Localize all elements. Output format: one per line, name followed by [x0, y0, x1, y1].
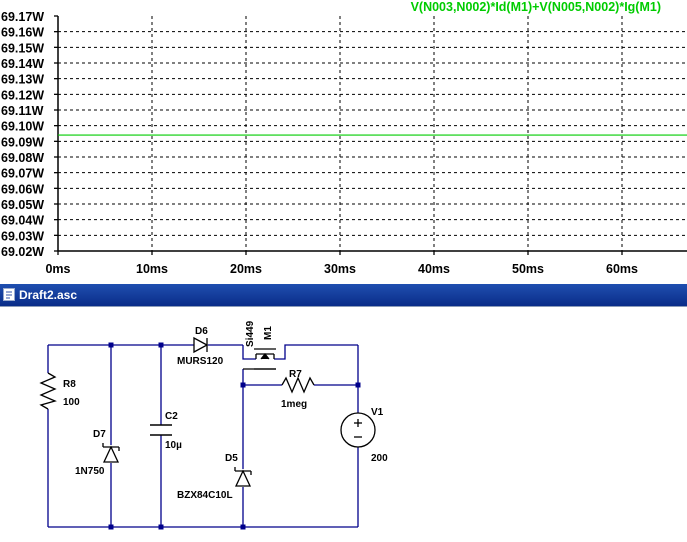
y-tick-label: 69.12W — [1, 88, 44, 102]
y-tick-label: 69.06W — [1, 182, 44, 196]
schematic-window-title-bar[interactable]: Draft2.asc — [0, 284, 687, 306]
y-tick-label: 69.08W — [1, 151, 44, 165]
x-tick-label: 60ms — [606, 262, 638, 276]
d6-name-label: D6 — [195, 326, 208, 337]
y-tick-label: 69.11W — [1, 104, 44, 118]
d6-value-label: MURS120 — [177, 356, 224, 367]
schematic-document-icon — [3, 288, 15, 301]
junction-dot — [240, 382, 246, 388]
junction-dot — [355, 382, 361, 388]
y-tick-label: 69.03W — [1, 229, 44, 243]
x-tick-label: 40ms — [418, 262, 450, 276]
x-tick-label: 20ms — [230, 262, 262, 276]
y-tick-label: 69.07W — [1, 167, 44, 181]
junction-dot — [158, 524, 164, 530]
c2-capacitor[interactable] — [150, 424, 172, 436]
wire-m1-source — [274, 344, 358, 360]
r7-resistor[interactable] — [281, 376, 315, 394]
v1-name-label: V1 — [371, 407, 384, 418]
c2-value-label: 10µ — [165, 440, 182, 451]
d7-value-label: 1N750 — [75, 466, 105, 477]
y-tick-label: 69.13W — [1, 73, 44, 87]
r8-value-label: 100 — [63, 397, 80, 408]
x-tick-label: 10ms — [136, 262, 168, 276]
d5-value-label: BZX84C10L — [177, 490, 233, 501]
c2-name-label: C2 — [165, 411, 178, 422]
x-tick-label: 50ms — [512, 262, 544, 276]
y-tick-label: 69.02W — [1, 245, 44, 259]
d7-zener-diode[interactable] — [102, 443, 120, 463]
y-tick-label: 69.15W — [1, 41, 44, 55]
r7-name-label: R7 — [289, 369, 302, 380]
v1-voltage-source[interactable] — [340, 412, 376, 448]
y-tick-label: 69.04W — [1, 214, 44, 228]
m1-mosfet[interactable] — [243, 348, 276, 370]
schematic-canvas[interactable]: R8 100 D7 1N750 C2 10µ D6 MURS120 Si449 … — [0, 306, 687, 541]
d7-name-label: D7 — [93, 429, 106, 440]
x-tick-label: 30ms — [324, 262, 356, 276]
junction-dot — [240, 524, 246, 530]
m1-value-label: Si449 — [245, 320, 256, 347]
junction-dot — [158, 342, 164, 348]
y-tick-label: 69.10W — [1, 120, 44, 134]
r7-value-label: 1meg — [281, 399, 307, 410]
d5-zener-diode[interactable] — [234, 467, 252, 487]
junction-dot — [108, 342, 114, 348]
y-tick-label: 69.14W — [1, 57, 44, 71]
wire-m1-drain — [242, 345, 256, 360]
d6-diode[interactable] — [193, 336, 209, 354]
trace-label[interactable]: V(N003,N002)*Id(M1)+V(N005,N002)*Ig(M1) — [411, 0, 661, 14]
r8-name-label: R8 — [63, 379, 76, 390]
r8-resistor[interactable] — [39, 372, 57, 410]
v1-value-label: 200 — [371, 453, 388, 464]
y-tick-label: 69.16W — [1, 26, 44, 40]
y-tick-label: 69.17W — [1, 10, 44, 24]
window-title: Draft2.asc — [19, 288, 78, 302]
y-tick-label: 69.05W — [1, 198, 44, 212]
x-tick-label: 0ms — [45, 262, 70, 276]
y-tick-label: 69.09W — [1, 135, 44, 149]
junction-dot — [108, 524, 114, 530]
d5-name-label: D5 — [225, 453, 238, 464]
m1-name-label: M1 — [263, 326, 274, 340]
